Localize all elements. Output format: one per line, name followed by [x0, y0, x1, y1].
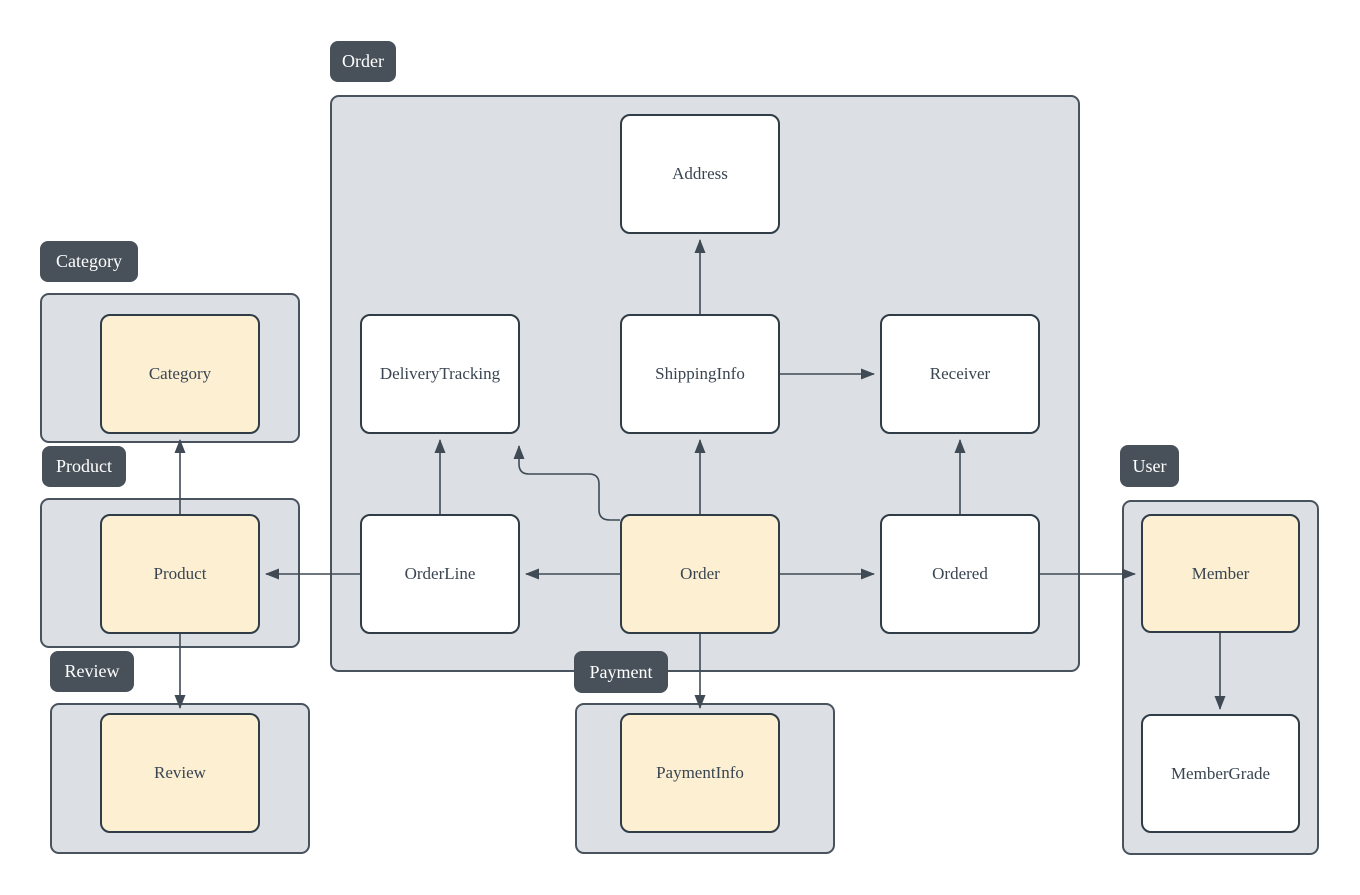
- payment-context-badge: Payment: [574, 651, 668, 693]
- user-context-badge: User: [1120, 445, 1179, 487]
- entity-shipping-info: ShippingInfo: [620, 314, 780, 434]
- entity-order-line: OrderLine: [360, 514, 520, 634]
- entity-payment-info: PaymentInfo: [620, 713, 780, 833]
- entity-ordered: Ordered: [880, 514, 1040, 634]
- entity-member-grade: MemberGrade: [1141, 714, 1300, 833]
- entity-member: Member: [1141, 514, 1300, 633]
- entity-receiver: Receiver: [880, 314, 1040, 434]
- entity-product: Product: [100, 514, 260, 634]
- order-context-badge: Order: [330, 41, 396, 82]
- product-context-badge: Product: [42, 446, 126, 487]
- category-context-badge: Category: [40, 241, 138, 282]
- entity-order: Order: [620, 514, 780, 634]
- entity-address: Address: [620, 114, 780, 234]
- entity-delivery-tracking: DeliveryTracking: [360, 314, 520, 434]
- review-context-badge: Review: [50, 651, 134, 692]
- entity-category: Category: [100, 314, 260, 434]
- entity-review: Review: [100, 713, 260, 833]
